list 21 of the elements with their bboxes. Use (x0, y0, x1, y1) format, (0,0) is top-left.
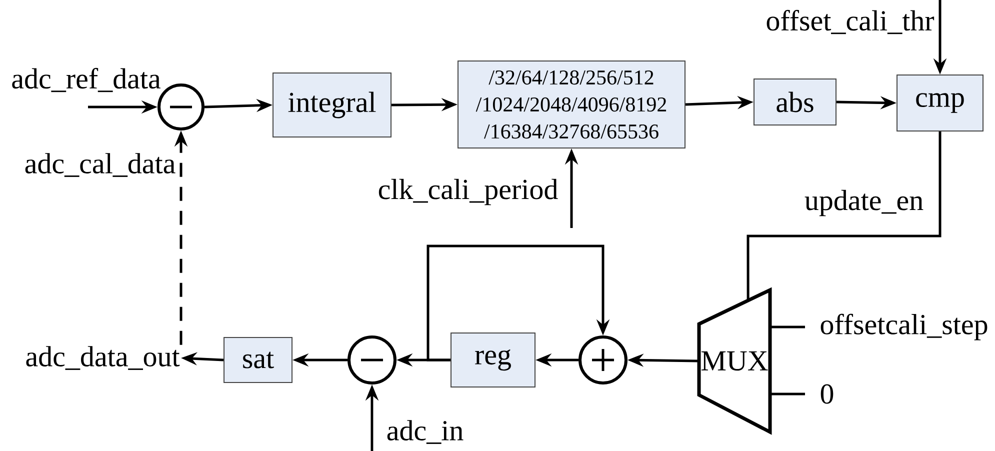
connector-line (746, 132, 942, 300)
signal-label: clk_cali_period (378, 178, 558, 206)
process-box: reg (450, 332, 536, 388)
signal-label: 0 (820, 384, 834, 404)
connector-line (770, 326, 805, 328)
process-box: sat (224, 337, 292, 383)
signal-label: adc_cal_data (25, 153, 176, 177)
signal-label: offset_cali_thr (766, 10, 934, 34)
signal-label: update_en (804, 190, 924, 216)
subtractor-circle (348, 336, 396, 384)
arrow (426, 244, 610, 362)
signal-label: adc_in (387, 420, 464, 444)
process-box: abs (754, 78, 836, 126)
connector-line (770, 392, 805, 396)
process-box: cmp (896, 74, 984, 132)
process-box: integral (272, 72, 392, 138)
adder-circle (578, 336, 628, 384)
signal-label: adc_ref_data (12, 68, 160, 92)
mux-trapezoid: MUX (697, 287, 772, 435)
signal-label: adc_data_out (26, 346, 180, 370)
signal-label: offsetcali_step (820, 314, 988, 340)
